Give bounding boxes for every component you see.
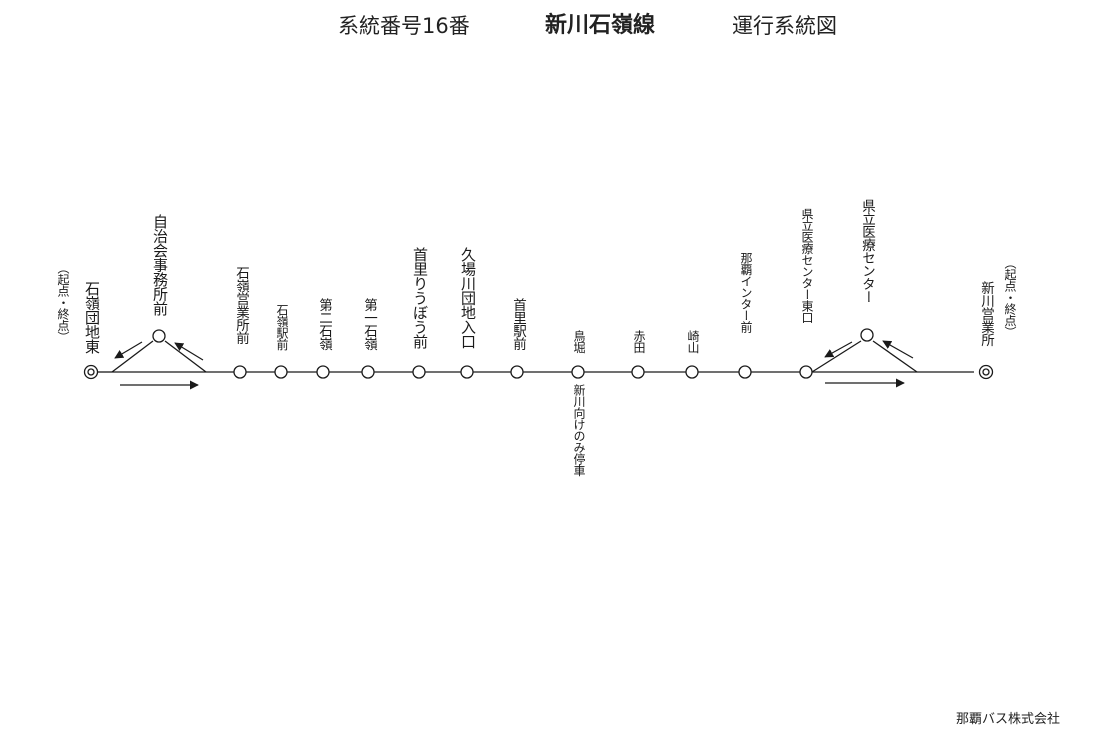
stop-label-shuri-eki: 首里駅前 [510,298,526,350]
diagram-kind: 運行系統図 [732,14,837,38]
stop-label-shuri-ryubo: 首里りうぼう前 [411,247,429,349]
stop-label-torihori: 鳥堀 [572,330,586,353]
terminal-marker-east [978,364,994,380]
stop-marker [412,365,426,379]
stop-label-naha-inter: 那覇インター前 [739,252,753,333]
east-loop-arrow-inbound [824,341,853,358]
stop-marker [233,365,247,379]
stop-marker [510,365,524,379]
stop-marker [571,365,585,379]
loop-stop-east-label: 県立医療センター [859,199,875,303]
terminal-east-note: （起点・終点） [1003,257,1017,338]
stop-label-ishimine-eigyosho: 石嶺営業所前 [233,266,249,344]
stop-marker-loop-west [152,329,166,343]
west-loop-arrow-inbound [114,341,143,359]
stop-note-torihori: 新川向けのみ停車 [572,384,586,476]
company-name: 那覇バス株式会社 [956,712,1061,727]
terminal-west-name: 石嶺団地東 [83,281,101,354]
stop-label-sakiyama: 崎山 [686,330,700,353]
route-number: 系統番号16番 [338,14,470,38]
stop-marker [631,365,645,379]
stop-marker [685,365,699,379]
stop-marker [799,365,813,379]
terminal-marker-west [83,364,99,380]
terminal-west-note: （起点・終点） [56,262,70,343]
stop-marker [460,365,474,379]
west-loop-arrow-up [174,342,204,361]
stop-marker [274,365,288,379]
loop-stop-west-label: 自治会事務所前 [151,214,169,316]
west-loop [111,340,207,373]
stop-label-iryo-center-higashiguchi: 県立医療センター東口 [800,208,814,323]
stop-label-kubagawa-danchi: 久場川団地入口 [459,247,477,349]
stop-marker [316,365,330,379]
stop-label-ishimine-eki: 石嶺駅前 [275,304,289,350]
terminal-east-name: 新川営業所 [978,281,994,346]
east-loop [811,340,918,373]
stop-marker-loop-east [860,328,874,342]
stop-label-akata: 赤田 [632,330,646,353]
route-name: 新川石嶺線 [545,13,656,38]
stop-marker [361,365,375,379]
stop-marker [738,365,752,379]
east-loop-arrow-up [882,340,914,359]
stop-label-daiichi-ishimine: 第一石嶺 [361,298,377,350]
stop-label-daini-ishimine: 第二石嶺 [316,298,332,350]
